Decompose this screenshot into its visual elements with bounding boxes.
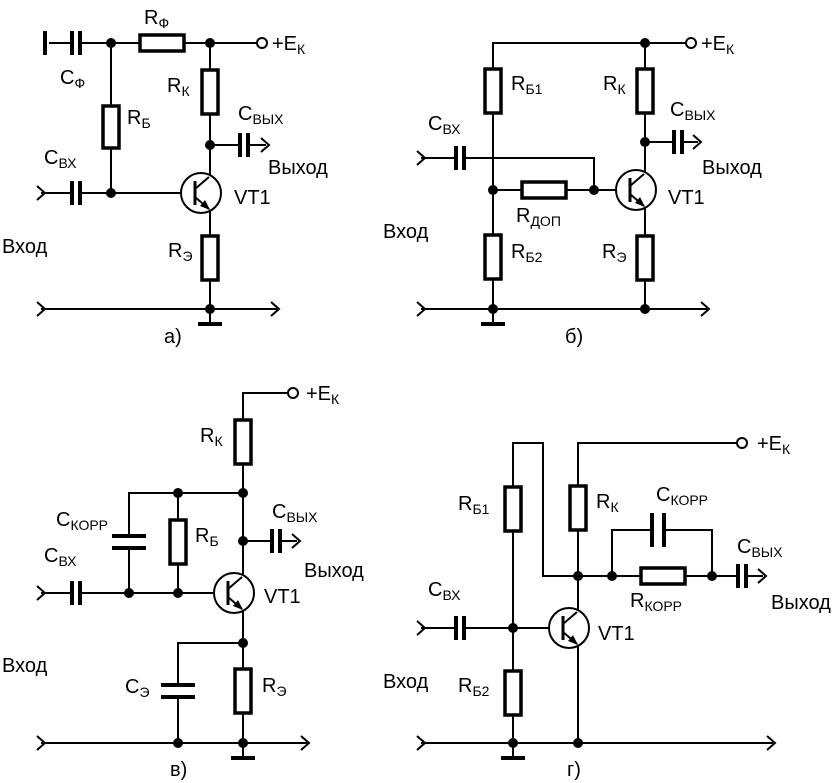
- input-label: Вход: [2, 655, 48, 677]
- resistor-r-base: [168, 518, 188, 566]
- label-c-corr: CКОРР: [56, 509, 108, 533]
- resistor-r-emitter: [635, 234, 655, 282]
- caption-d: г): [567, 759, 581, 781]
- circuit-d: +EК RБ1 RК CКОРР CВЫХ RКОРР Выход CВХ VT…: [383, 433, 831, 781]
- capacitor-c-in: [454, 146, 466, 170]
- label-r-emitter: RЭ: [262, 675, 287, 699]
- resistor-r-filter: [138, 33, 186, 53]
- transistor-label: VT1: [668, 187, 705, 209]
- supply-label: +EК: [272, 33, 306, 57]
- output-label: Выход: [702, 157, 762, 179]
- capacitor-c-emitter: [161, 683, 195, 699]
- capacitor-c-out: [736, 564, 748, 588]
- label-r-collector: RК: [200, 425, 223, 449]
- capacitor-c-in: [70, 181, 82, 205]
- label-r-collector: RК: [596, 491, 619, 515]
- resistor-r-base1: [503, 485, 523, 533]
- supply-label: +EК: [306, 383, 340, 407]
- label-r-extra: RДОП: [516, 205, 561, 229]
- resistor-r-extra: [520, 180, 568, 200]
- label-r-collector: RК: [167, 75, 190, 99]
- label-r-base: RБ: [195, 525, 219, 549]
- caption-a: а): [164, 326, 182, 348]
- label-r-base: RБ: [127, 107, 151, 131]
- label-r-emitter: RЭ: [602, 241, 627, 265]
- circuit-c: +EК RК CВЫХ CКОРР RБ CВХ Выход VT1 Вход …: [2, 383, 364, 781]
- resistor-r-collector: [200, 68, 220, 116]
- supply-terminal: [685, 37, 697, 49]
- label-c-emitter: CЭ: [125, 676, 150, 700]
- resistor-r-emitter: [200, 234, 220, 282]
- label-c-out: CВЫХ: [737, 536, 783, 560]
- capacitor-c-out: [672, 130, 684, 154]
- resistor-r-corr: [639, 566, 687, 586]
- input-label: Вход: [2, 236, 48, 258]
- label-c-in: CВХ: [44, 545, 77, 569]
- resistor-r-collector: [233, 418, 253, 466]
- supply-label: +EК: [701, 33, 735, 57]
- supply-terminal: [287, 387, 299, 399]
- label-r-filter: RФ: [144, 7, 169, 31]
- label-c-in: CВХ: [44, 147, 77, 171]
- capacitor-c-corr: [112, 534, 146, 550]
- label-c-filter: CФ: [60, 67, 85, 91]
- label-c-out: CВЫХ: [272, 501, 318, 525]
- transistor-label: VT1: [234, 187, 271, 209]
- output-label: Выход: [268, 157, 328, 179]
- label-r-base1: RБ1: [458, 493, 490, 517]
- label-r-base2: RБ2: [511, 241, 543, 265]
- output-label: Выход: [771, 592, 831, 614]
- output-label: Выход: [304, 560, 364, 582]
- transistor-label: VT1: [598, 623, 635, 645]
- resistor-r-base2: [503, 669, 523, 717]
- transistor-vt1: [212, 571, 256, 615]
- transistor-vt1: [614, 168, 658, 212]
- caption-c: в): [170, 759, 187, 781]
- resistor-r-base2: [483, 233, 503, 281]
- label-r-base2: RБ2: [458, 675, 490, 699]
- resistor-r-collector: [635, 67, 655, 115]
- caption-b: б): [565, 326, 583, 348]
- label-c-out: CВЫХ: [238, 103, 284, 127]
- input-label: Вход: [383, 221, 429, 243]
- resistor-r-base1: [483, 67, 503, 115]
- label-c-in: CВХ: [428, 113, 461, 137]
- capacitor-c-out: [270, 529, 282, 553]
- supply-label: +EК: [757, 433, 791, 457]
- resistor-r-collector: [568, 484, 588, 532]
- capacitor-c-out: [238, 133, 250, 157]
- label-r-collector: RК: [603, 73, 626, 97]
- label-r-emitter: RЭ: [168, 240, 193, 264]
- transistor-vt1: [547, 606, 591, 650]
- supply-terminal: [736, 437, 748, 449]
- circuit-a: +EК RФ CФ RБ CВХ RК CВЫХ Выход VT1 RЭ Вх…: [2, 7, 328, 348]
- resistor-r-emitter: [233, 667, 253, 715]
- label-r-corr: RКОРР: [630, 590, 682, 614]
- transistor-label: VT1: [264, 586, 301, 608]
- capacitor-c-in: [70, 581, 82, 605]
- transistor-vt1: [179, 171, 223, 215]
- label-c-out: CВЫХ: [670, 99, 716, 123]
- circuit-b: +EК RБ1 CВХ RК CВЫХ Выход VT1 RДОП Вход …: [383, 33, 762, 348]
- capacitor-c-corr: [650, 513, 666, 547]
- capacitor-c-in: [454, 616, 466, 640]
- label-r-base1: RБ1: [511, 73, 543, 97]
- supply-terminal: [256, 37, 268, 49]
- input-label: Вход: [383, 671, 429, 693]
- label-c-in: CВХ: [428, 579, 461, 603]
- label-c-corr: CКОРР: [656, 484, 708, 508]
- resistor-r-base: [101, 104, 121, 150]
- capacitor-c-filter: [70, 31, 82, 55]
